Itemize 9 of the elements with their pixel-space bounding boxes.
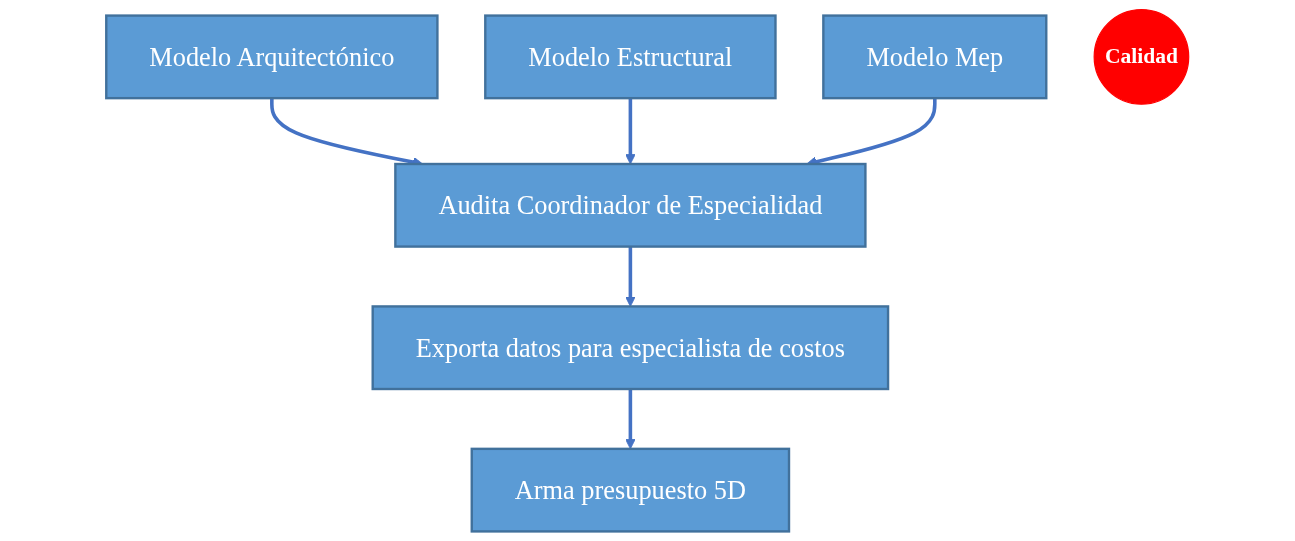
node-box: Modelo Arquitectónico bbox=[105, 14, 439, 100]
node-box: Modelo Mep bbox=[822, 14, 1048, 100]
node-box: Arma presupuesto 5D bbox=[470, 447, 791, 533]
node-box: Modelo Estructural bbox=[484, 14, 777, 100]
arrow bbox=[625, 98, 636, 165]
arrow bbox=[625, 246, 636, 307]
node-circle: Calidad bbox=[1093, 8, 1190, 105]
node-box: Audita Coordinador de Especialidad bbox=[394, 162, 867, 248]
node-box: Exporta datos para especialista de costos bbox=[371, 305, 890, 391]
